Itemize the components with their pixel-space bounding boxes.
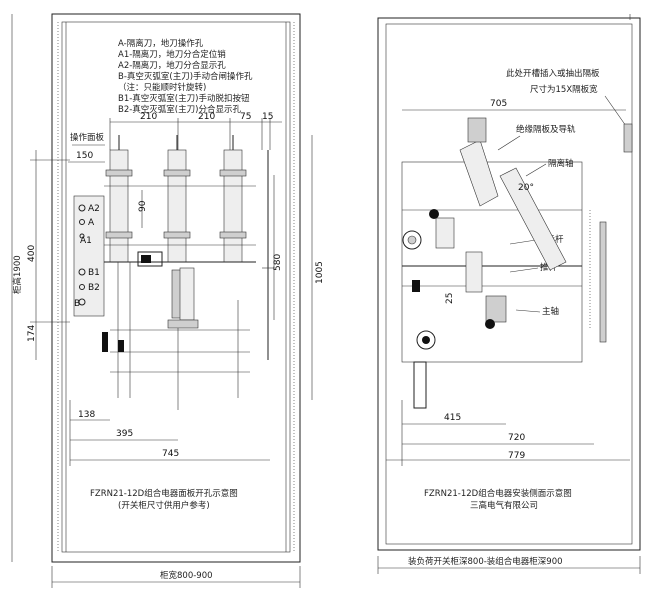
legend-line-4: B-真空灭弧室(主刀)手动合闸操作孔 xyxy=(118,71,253,82)
b-hole xyxy=(78,298,86,306)
legend-line-7: B2-真空灭弧室(主刀)分合显示孔 xyxy=(118,104,241,115)
dim-705: 705 xyxy=(490,99,507,109)
company-name: 三高电气有限公司 xyxy=(470,500,538,511)
dim-top-210-b: 210 xyxy=(198,112,215,122)
dim-779: 779 xyxy=(508,451,525,461)
legend-line-2: A1-隔离刀，地刀分合定位销 xyxy=(118,49,226,60)
dim-400: 400 xyxy=(27,245,37,262)
side-cabinet-frame xyxy=(377,17,641,551)
lower-bracket xyxy=(413,361,427,409)
b1-button xyxy=(78,268,86,276)
left-panel-view: A-隔离刀，地刀操作孔 A1-隔离刀，地刀分合定位销 A2-隔离刀，地刀分合显示… xyxy=(11,13,325,588)
operator-panel-label: 操作面板 xyxy=(70,132,105,143)
dim-150: 150 xyxy=(76,151,93,161)
angle-20: 20° xyxy=(518,183,534,193)
dim-174: 174 xyxy=(27,325,37,342)
rear-rod xyxy=(599,221,607,343)
label-insulating-plate: 绝缘隔板及导轨 xyxy=(516,124,576,135)
label-b2: B2 xyxy=(88,283,100,293)
cabinet-height-label: 柜高1900 xyxy=(12,255,23,294)
dim-138: 138 xyxy=(78,410,95,420)
left-caption-title: FZRN21-12D组合电器面板开孔示意图 xyxy=(90,488,238,499)
label-b: B xyxy=(74,299,80,309)
left-perforation-strip xyxy=(57,22,67,552)
side-cabinet-inner xyxy=(385,23,633,545)
dim-top-210-a: 210 xyxy=(140,112,157,122)
legend-line-6: B1-真空灭弧室(主刀)手动脱扣按钮 xyxy=(118,93,250,104)
mechanism-frame xyxy=(401,161,583,363)
dim-top-15: 15 xyxy=(262,112,273,122)
cabinet-depth-label: 装负荷开关柜深800-装组合电器柜深900 xyxy=(408,556,563,567)
fuse-assemblies xyxy=(102,262,250,410)
pole-column-2 xyxy=(163,135,191,263)
cabinet-frame xyxy=(51,13,301,563)
dim-90: 90 xyxy=(138,200,148,212)
isolating-wheel xyxy=(402,230,422,250)
dim-25: 25 xyxy=(445,293,455,304)
dim-415: 415 xyxy=(444,413,461,423)
dim-720: 720 xyxy=(508,433,525,443)
slot-note-line2: 尺寸为15X隔板宽 xyxy=(530,84,598,95)
left-caption-note: (开关柜尺寸供用户参考) xyxy=(118,500,210,511)
dim-745: 745 xyxy=(162,449,179,459)
a-hole xyxy=(79,219,85,225)
label-isolating-shaft: 隔离轴 xyxy=(548,158,574,169)
a1-hole xyxy=(79,233,85,239)
mechanism-box xyxy=(137,251,163,267)
pole-column-3 xyxy=(219,135,247,263)
right-perforation-strip xyxy=(285,22,295,552)
partition-slot xyxy=(623,123,633,153)
lower-insulators xyxy=(435,217,507,323)
label-a1: A1 xyxy=(80,236,92,246)
cabinet-inner-frame xyxy=(61,21,291,553)
upper-insulator xyxy=(459,117,499,207)
fuse-arm xyxy=(499,167,567,271)
operator-panel-plate xyxy=(73,195,105,317)
left-panel-drawing: A-隔离刀，地刀操作孔 A1-隔离刀，地刀分合定位销 A2-隔离刀，地刀分合显示… xyxy=(11,13,325,588)
legend-line-3: A2-隔离刀，地刀分合显示孔 xyxy=(118,60,226,71)
dim-1005: 1005 xyxy=(315,261,325,284)
pole-column-1 xyxy=(105,135,133,263)
right-caption-title: FZRN21-12D组合电器安装侧面示意图 xyxy=(424,488,572,499)
label-b1: B1 xyxy=(88,268,100,278)
dim-top-75: 75 xyxy=(240,112,251,122)
label-a2: A2 xyxy=(88,204,100,214)
cabinet-width-label: 柜宽800-900 xyxy=(160,570,213,581)
legend-line-1: A-隔离刀，地刀操作孔 xyxy=(118,38,204,49)
b2-hole xyxy=(79,284,85,290)
right-side-view: 此处开槽插入或抽出隔板 尺寸为15X隔板宽 705 绝缘隔板及导轨 隔离轴 显示… xyxy=(330,0,650,600)
dim-580: 580 xyxy=(273,254,283,271)
label-a: A xyxy=(88,218,95,228)
label-main-shaft: 主轴 xyxy=(542,306,559,317)
dim-395: 395 xyxy=(116,429,133,439)
legend-line-5: （注：只能顺时针旋转) xyxy=(118,82,206,93)
slot-note-line1: 此处开槽插入或抽出隔板 xyxy=(506,68,600,79)
a2-hole xyxy=(78,204,86,212)
side-view-drawing: 此处开槽插入或抽出隔板 尺寸为15X隔板宽 705 绝缘隔板及导轨 隔离轴 显示… xyxy=(377,14,641,574)
main-shaft-wheel xyxy=(416,330,436,350)
